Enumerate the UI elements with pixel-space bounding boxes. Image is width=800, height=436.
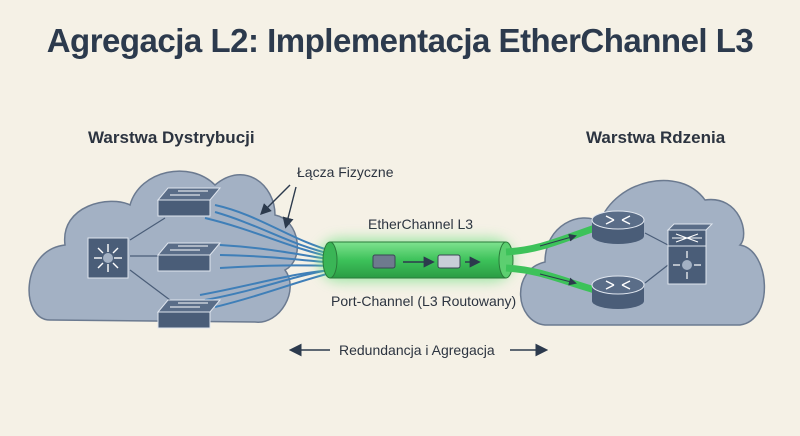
core-router-1[interactable]: [591, 210, 645, 244]
physical-links-pointer-arrows: [260, 184, 297, 229]
core-layer-label: Warstwa Rdzenia: [586, 128, 726, 147]
distribution-switch-3[interactable]: [156, 299, 222, 329]
distribution-layer-label: Warstwa Dystrybucji: [88, 128, 255, 147]
distribution-switch-2[interactable]: [156, 242, 222, 272]
core-multilayer-switch[interactable]: [666, 223, 714, 285]
routed-links: [505, 224, 597, 294]
core-internal-links: [644, 232, 669, 284]
etherchannel-tube[interactable]: [322, 241, 514, 279]
packet-flow: [372, 254, 481, 269]
diagram-title: Agregacja L2: Implementacja EtherChannel…: [46, 22, 754, 59]
core-router-2[interactable]: [591, 275, 645, 309]
port-channel-label: Port-Channel (L3 Routowany): [331, 293, 517, 309]
distribution-multilayer-switch[interactable]: [87, 237, 129, 279]
physical-links-label: Łącza Fizyczne: [297, 164, 394, 180]
redundancy-label: Redundancja i Agregacja: [339, 342, 495, 358]
distribution-internal-links: [129, 217, 171, 301]
etherchannel-label: EtherChannel L3: [368, 216, 474, 232]
distribution-switch-1[interactable]: [156, 187, 222, 217]
